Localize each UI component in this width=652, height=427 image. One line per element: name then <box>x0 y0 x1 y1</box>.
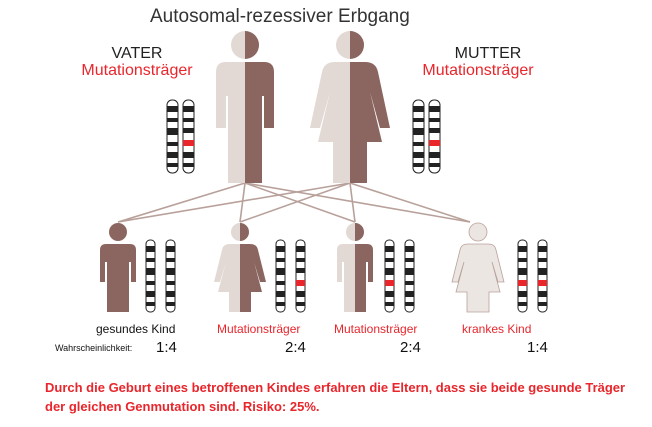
child-label-carrier-2: Mutationsträger <box>334 322 418 336</box>
mother-role-label: MUTTER <box>454 45 522 62</box>
mother-status-label: Mutationsträger <box>422 62 534 79</box>
mother-chromosomes <box>412 99 441 174</box>
child-label-affected: krankes Kind <box>462 322 532 336</box>
child-affected-figure <box>451 222 505 313</box>
father-figure <box>216 31 274 183</box>
mother-figure <box>310 31 390 183</box>
inheritance-lines <box>117 182 471 223</box>
child-carrier-girl-chromosomes <box>275 239 306 313</box>
ratio-carrier-2: 2:4 <box>400 339 421 356</box>
child-carrier-boy-figure <box>337 223 373 312</box>
summary-text: Durch die Geburt eines betroffenen Kinde… <box>45 380 626 414</box>
child-carrier-girl-figure <box>214 223 266 312</box>
ratio-healthy: 1:4 <box>156 339 177 356</box>
diagram-title: Autosomal-rezessiver Erbgang <box>150 6 410 27</box>
probability-label: Wahrscheinlichkeit: <box>55 343 133 353</box>
child-healthy-chromosomes <box>145 239 176 313</box>
child-healthy-figure <box>100 223 136 312</box>
father-status-label: Mutationsträger <box>81 62 193 79</box>
ratio-carrier-1: 2:4 <box>285 339 306 356</box>
ratio-affected: 1:4 <box>527 339 548 356</box>
father-role-label: VATER <box>111 45 163 62</box>
child-label-carrier-1: Mutationsträger <box>217 322 301 336</box>
child-affected-chromosomes <box>517 239 548 313</box>
child-carrier-boy-chromosomes <box>384 239 415 313</box>
father-chromosomes <box>166 99 195 174</box>
child-label-healthy: gesundes Kind <box>96 322 176 336</box>
